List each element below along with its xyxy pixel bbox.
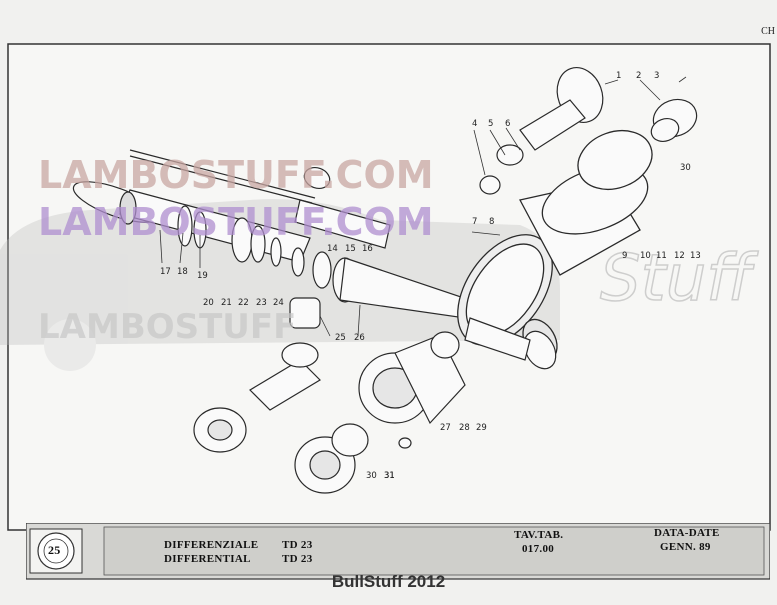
callout-6: 6	[505, 119, 510, 129]
callout-16: 16	[362, 244, 373, 254]
callout-7: 7	[472, 217, 477, 227]
title-block-frame	[26, 523, 770, 580]
callout-12: 12	[674, 251, 685, 261]
date-label: DATA-DATE	[654, 527, 720, 539]
leader-lines	[159, 76, 687, 337]
callout-2: 2	[636, 71, 641, 81]
title-english: DIFFERENTIAL	[164, 553, 251, 565]
callout-1: 1	[616, 71, 621, 81]
callout-24: 24	[273, 298, 284, 308]
callout-9: 9	[622, 251, 627, 261]
logo-number: 25	[48, 543, 61, 557]
callout-30: 30	[366, 471, 377, 481]
pinion-gear	[464, 317, 557, 370]
callout-25: 25	[335, 333, 346, 343]
callout-28: 28	[459, 423, 470, 433]
watermark-line-2: LAMBOSTUFF.COM	[38, 200, 434, 244]
callout-23: 23	[256, 298, 267, 308]
callout-26: 26	[354, 333, 365, 343]
code-italian: TD 23	[282, 539, 313, 551]
carrier-housing	[358, 331, 466, 449]
callout-3: 3	[654, 71, 659, 81]
callout-18: 18	[177, 267, 188, 277]
callout-22: 22	[238, 298, 249, 308]
date-value: GENN. 89	[660, 541, 711, 553]
title-block: 25 DIFFERENZIALE DIFFERENTIAL TD 23 TD 2…	[26, 523, 770, 581]
callout-4: 4	[472, 119, 477, 129]
callout-20: 20	[203, 298, 214, 308]
table-number: 017.00	[522, 543, 555, 555]
callout-29: 29	[476, 423, 487, 433]
watermark-line-1: LAMBOSTUFF.COM	[38, 153, 434, 197]
callout-5: 5	[488, 119, 493, 129]
code-english: TD 23	[282, 553, 313, 565]
callout-10: 10	[640, 251, 651, 261]
lower-flange	[193, 342, 369, 494]
callout-31: 31	[384, 471, 395, 481]
callout-31: 31	[384, 471, 395, 481]
callout-13: 13	[690, 251, 701, 261]
title-italian: DIFFERENZIALE	[164, 539, 259, 551]
callout-15: 15	[345, 244, 356, 254]
callout-27: 27	[440, 423, 451, 433]
callout-19: 19	[197, 271, 208, 281]
upper-flange	[479, 67, 698, 195]
callout-21: 21	[221, 298, 232, 308]
watermark-script: Stuff	[600, 242, 759, 316]
callout-17: 17	[160, 267, 171, 277]
table-label: TAV.TAB.	[514, 529, 564, 541]
footer-credit: BullStuff 2012	[331, 572, 446, 591]
callout-11: 11	[656, 251, 667, 261]
watermark-line-3: LAMBOSTUFF	[38, 307, 296, 347]
callout-8: 8	[489, 217, 494, 227]
sheet-corner-code: CH	[761, 26, 775, 37]
callout-14: 14	[327, 244, 338, 254]
callout-30: 30	[680, 163, 691, 173]
crown-wheel-and-case	[457, 130, 653, 362]
